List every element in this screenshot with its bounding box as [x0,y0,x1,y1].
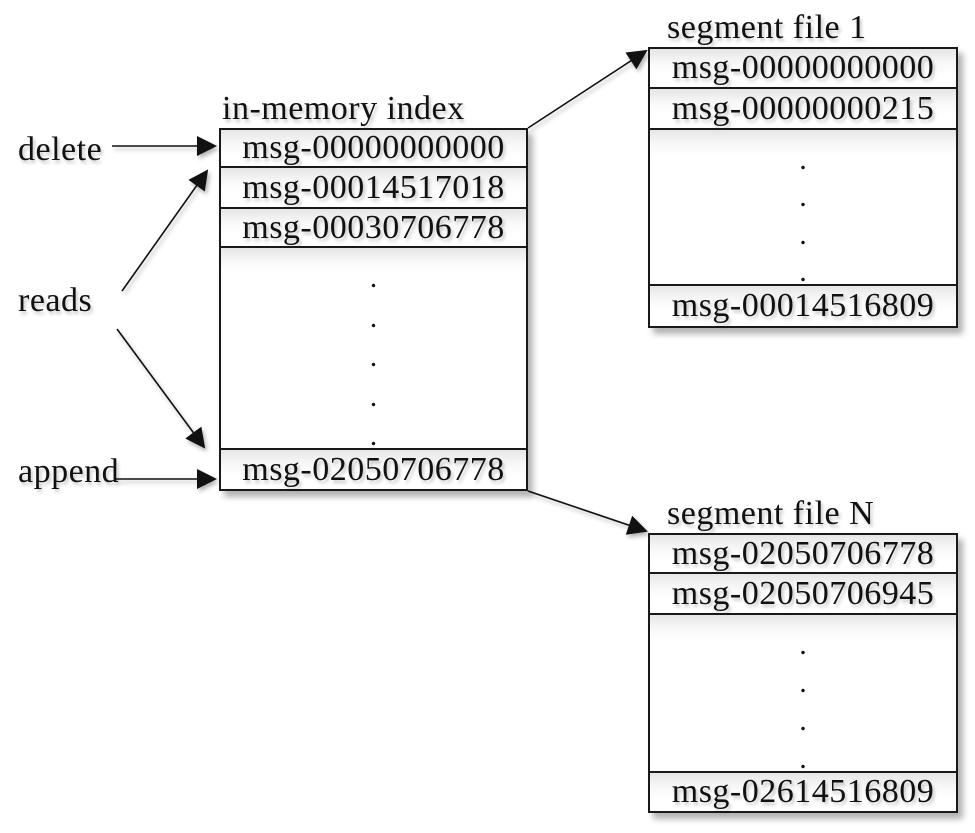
append-label: append [18,453,120,490]
index-ellipsis: . . . . . [221,248,526,452]
ellipsis-dot: . [369,419,378,452]
segmentN-row-2: msg-02050706945 [650,574,956,615]
reads-label: reads [18,282,93,319]
segmentN-row-1: msg-02050706778 [650,535,956,574]
ellipsis-dot: . [799,666,807,699]
ellipsis-dot: . [799,180,807,214]
ellipsis-dot: . [799,628,807,661]
index-last-row: msg-02050706778 [221,450,526,489]
in-memory-index-box: msg-00000000000 msg-00014517018 msg-0003… [219,128,528,491]
index-row-1: msg-00000000000 [221,130,526,168]
index-row-3: msg-00030706778 [221,209,526,248]
segment1-row-2: msg-00000000215 [650,89,956,130]
index-to-segment1-arrow [527,49,648,129]
ellipsis-dot: . [799,742,807,775]
segment-file-1-box: msg-00000000000 msg-00000000215 . . . . … [648,47,958,328]
delete-label: delete [18,131,103,168]
in-memory-index-title: in-memory index [222,90,465,127]
ellipsis-dot: . [799,217,807,251]
ellipsis-dot: . [799,254,807,288]
index-row-2: msg-00014517018 [221,168,526,209]
segment1-ellipsis: . . . . [650,130,956,286]
segmentN-last-row: msg-02614516809 [650,773,956,811]
segment1-last-row: msg-00014516809 [650,286,956,326]
segment-file-n-title: segment file N [667,495,875,532]
segmentN-ellipsis: . . . . [650,615,956,775]
ellipsis-dot: . [369,379,378,413]
index-to-segmentN-arrow [527,490,648,535]
ellipsis-dot: . [369,300,378,334]
segment-file-1-title: segment file 1 [667,9,867,46]
ellipsis-dot: . [799,704,807,737]
ellipsis-dot: . [369,261,378,294]
reads-arrow-up [121,169,209,292]
ellipsis-dot: . [369,340,378,373]
ellipsis-dot: . [799,143,807,176]
segment-file-n-box: msg-02050706778 msg-02050706945 . . . . … [648,533,958,813]
segment1-row-1: msg-00000000000 [650,49,956,89]
reads-arrow-down [116,328,206,449]
